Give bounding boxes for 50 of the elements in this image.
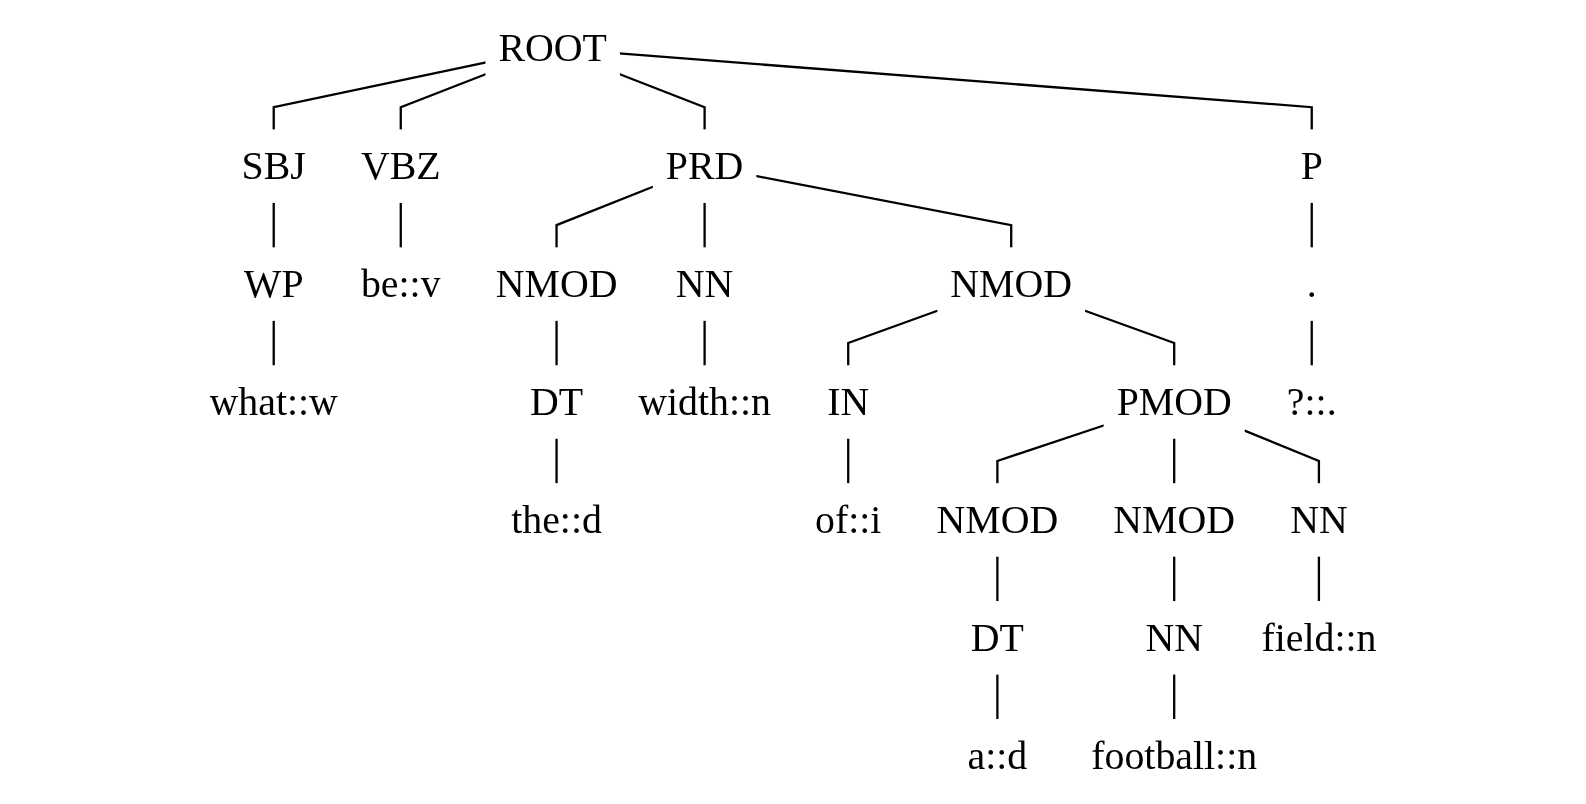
connector xyxy=(1317,555,1321,602)
node-text: P xyxy=(1300,143,1323,189)
connector xyxy=(272,61,487,131)
node-text: field::n xyxy=(1261,615,1377,661)
node-text: PRD xyxy=(665,143,744,189)
connector xyxy=(272,320,275,366)
node-text: NN xyxy=(675,261,734,307)
connector xyxy=(996,555,999,602)
connector xyxy=(1310,320,1313,366)
node-text: of::i xyxy=(815,497,882,543)
connector xyxy=(755,174,1013,249)
node-text: football::n xyxy=(1091,733,1258,778)
connector xyxy=(1243,429,1321,484)
node-text: WP xyxy=(243,261,304,307)
connector xyxy=(1173,555,1176,602)
node-text: DT xyxy=(530,379,584,425)
node-text: a::d xyxy=(967,733,1028,778)
node-text: NMOD xyxy=(495,261,618,307)
connector xyxy=(847,309,939,366)
connector xyxy=(399,202,402,249)
node-text: NMOD xyxy=(950,261,1073,307)
node-text: what::w xyxy=(209,379,338,425)
node-text: DT xyxy=(970,615,1024,661)
connector xyxy=(399,72,487,131)
connector xyxy=(555,438,558,484)
connector xyxy=(1310,202,1313,249)
node-text: width::n xyxy=(638,379,771,425)
node-text: NMOD xyxy=(936,497,1059,543)
node-text: NN xyxy=(1145,615,1203,661)
node-text: IN xyxy=(827,379,870,425)
connector xyxy=(555,320,558,366)
connector xyxy=(996,673,999,720)
node-text: . xyxy=(1306,261,1317,307)
node-text: the::d xyxy=(511,497,602,543)
node-text: be::v xyxy=(360,261,441,307)
node-text: ?::. xyxy=(1286,379,1337,425)
connector xyxy=(703,320,706,366)
node-text: VBZ xyxy=(360,143,441,189)
connector xyxy=(847,438,850,484)
connector xyxy=(1173,438,1176,484)
node-text: NMOD xyxy=(1113,497,1236,543)
node-text: PMOD xyxy=(1116,379,1232,425)
connector xyxy=(272,202,275,249)
connector xyxy=(619,52,1313,131)
node-text: NN xyxy=(1290,497,1348,543)
connector xyxy=(703,202,706,249)
connector xyxy=(1173,673,1176,720)
node-text: SBJ xyxy=(241,143,306,189)
connector xyxy=(996,424,1105,484)
node-text: ROOT xyxy=(498,26,607,71)
